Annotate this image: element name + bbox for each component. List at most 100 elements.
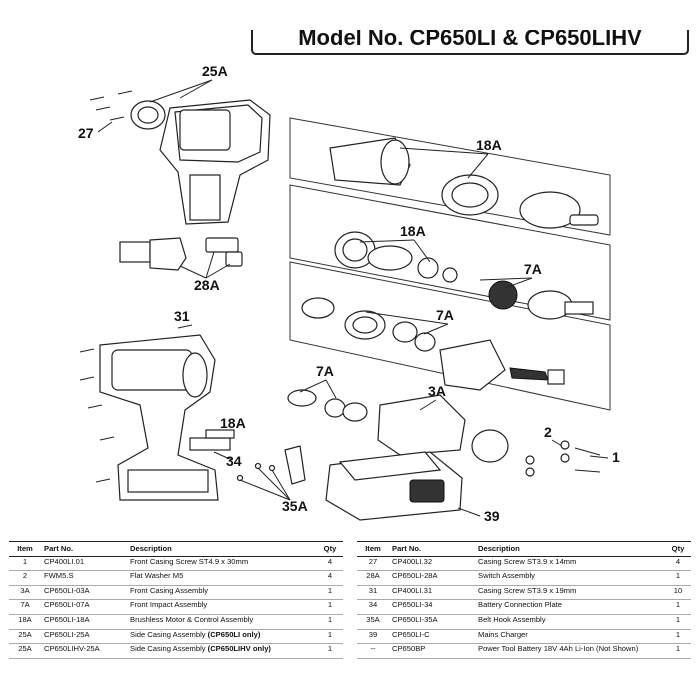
header-item: Item	[357, 541, 389, 557]
callout-28A: 28A	[194, 277, 220, 293]
cell-description-text: Casing Screw ST3.9 x 14mm	[478, 556, 577, 566]
cell-part-no-text: CP650BP	[392, 644, 426, 654]
cell-part-no: FWM5.S	[41, 570, 127, 586]
cell-qty: 1	[317, 614, 343, 630]
cell-item-text: 1	[22, 556, 28, 566]
header-qty: Qty	[317, 541, 343, 557]
header-qty: Qty	[665, 541, 691, 557]
cell-part-no: CP400LI.01	[41, 556, 127, 572]
cell-item: 35A	[357, 614, 389, 630]
cell-item: 18A	[9, 614, 41, 630]
cell-description: Battery Connection Plate	[475, 599, 665, 615]
cell-description-emphasis: (CP650LI only)	[207, 629, 261, 639]
cell-part-no: CP650LI-18A	[41, 614, 127, 630]
cell-description-text: Casing Screw ST3.9 x 19mm	[478, 585, 577, 595]
cell-qty-text: 1	[675, 600, 681, 610]
cell-description-text: Belt Hook Assembly	[478, 614, 546, 624]
callout-31: 31	[174, 308, 190, 324]
cell-description: Flat Washer M5	[127, 570, 317, 586]
cell-part-no-text: CP400LI.31	[392, 585, 433, 595]
motor-control-assembly	[329, 137, 599, 229]
cell-part-no: CP400LI.31	[389, 585, 475, 601]
cell-qty: 1	[317, 629, 343, 645]
callout-18A-motor: 18A	[476, 137, 502, 153]
control-board	[189, 429, 235, 451]
cell-qty-text: 1	[675, 614, 681, 624]
cell-qty: 1	[665, 629, 691, 645]
cell-description: Front Casing Assembly	[127, 585, 317, 601]
callout-3A: 3A	[428, 383, 446, 399]
cell-qty-text: 4	[675, 556, 681, 566]
cell-description: Casing Screw ST3.9 x 14mm	[475, 556, 665, 572]
callout-34: 34	[226, 453, 242, 469]
header-item: Item	[9, 541, 41, 557]
cell-description: Casing Screw ST3.9 x 19mm	[475, 585, 665, 601]
callout-1: 1	[612, 449, 620, 465]
callout-27: 27	[78, 125, 94, 141]
cell-description: Mains Charger	[475, 629, 665, 645]
cell-part-no: CP650LIHV-25A	[41, 643, 127, 659]
header-part-no: Part No.	[41, 541, 127, 557]
cell-description-text: Front Impact Assembly	[130, 600, 208, 610]
cell-item-text: 31	[368, 585, 378, 595]
cell-item: 39	[357, 629, 389, 645]
cell-description-text: Power Tool Battery 18V 4Ah Li-Ion (Not S…	[478, 644, 639, 654]
cell-item-text: 35A	[366, 614, 380, 624]
table-header-row: Item Part No. Description Qty	[357, 541, 691, 557]
switch-assembly	[119, 237, 243, 271]
cell-item: 25A	[9, 629, 41, 645]
cell-part-no-text: CP650LI-03A	[44, 585, 90, 595]
cell-qty-text: 4	[327, 556, 333, 566]
cell-qty: 1	[665, 614, 691, 630]
cell-part-no: CP650LI-C	[389, 629, 475, 645]
callout-7A-impact: 7A	[436, 307, 454, 323]
cell-qty-text: 1	[675, 644, 681, 654]
cell-description: Switch Assembly	[475, 570, 665, 586]
cell-description-text: Switch Assembly	[478, 571, 535, 581]
cell-qty-text: 4	[327, 571, 333, 581]
cell-description-text: Flat Washer M5	[130, 571, 184, 581]
cell-part-no-text: CP650LI-18A	[44, 614, 90, 624]
cell-qty: 4	[317, 556, 343, 572]
cell-description: Front Impact Assembly	[127, 599, 317, 615]
cell-item: 7A	[9, 599, 41, 615]
cell-qty-text: 1	[327, 614, 333, 624]
callout-7A-gear: 7A	[524, 261, 542, 277]
cell-description-text: Mains Charger	[478, 629, 528, 639]
cell-description: Front Casing Screw ST4.9 x 30mm	[127, 556, 317, 572]
cell-part-no-text: CP650LI-C	[392, 629, 430, 639]
cell-qty: 1	[317, 643, 343, 659]
callout-2: 2	[544, 424, 552, 440]
panel-impact	[289, 261, 611, 411]
cell-item: 1	[9, 556, 41, 572]
cell-qty-text: 1	[327, 600, 333, 610]
cell-description-text: Battery Connection Plate	[478, 600, 563, 610]
cell-qty-text: 10	[673, 585, 683, 595]
table-row: 31 CP400LI.31 Casing Screw ST3.9 x 19mm 10	[357, 585, 691, 601]
cell-item-text: 25A	[18, 629, 32, 639]
cell-description: Brushless Motor & Control Assembly	[127, 614, 317, 630]
callout-7A-front: 7A	[316, 363, 334, 379]
cell-item: --	[357, 643, 389, 659]
cell-part-no: CP650BP	[389, 643, 475, 659]
cell-item-text: --	[370, 644, 376, 654]
cell-part-no: CP400LI.32	[389, 556, 475, 572]
cell-item-text: 2	[22, 571, 28, 581]
cell-qty: 1	[665, 643, 691, 659]
cell-qty: 1	[317, 585, 343, 601]
callout-18A-gear: 18A	[400, 223, 426, 239]
cell-qty-text: 1	[327, 629, 333, 639]
cell-item: 28A	[357, 570, 389, 586]
impact-section	[301, 297, 565, 391]
cell-part-no-text: CP650LI-25A	[44, 629, 90, 639]
cell-item-text: 3A	[20, 585, 30, 595]
cell-item-text: 25A	[18, 644, 32, 654]
cell-qty-text: 1	[675, 629, 681, 639]
